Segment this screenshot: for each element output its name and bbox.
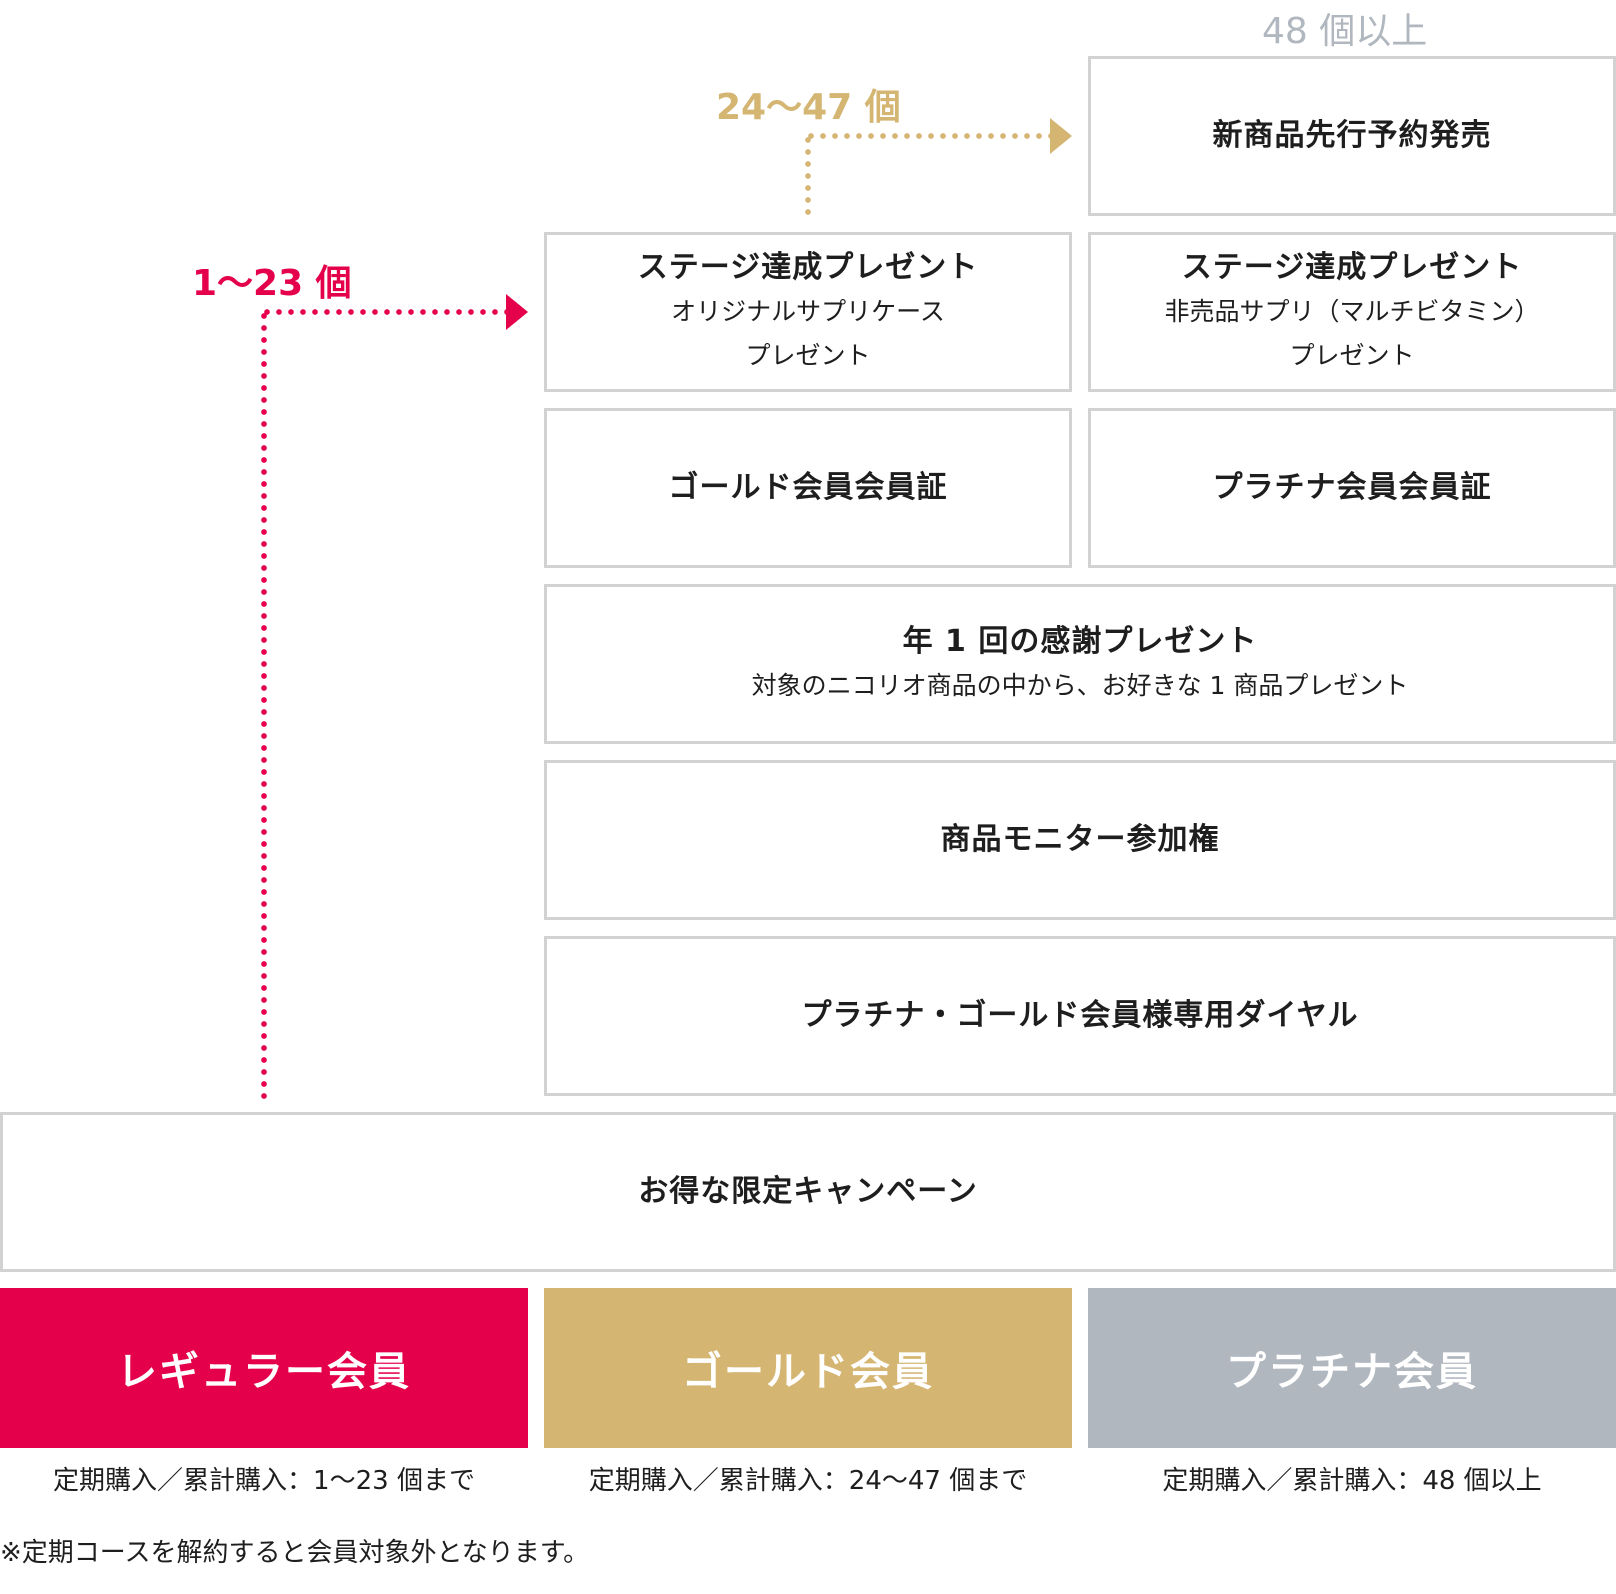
limited-campaign-box: お得な限定キャンペーン — [0, 1112, 1616, 1272]
platinum-stage-present-line2: プレゼント — [1289, 341, 1415, 370]
exclusive-dial-box: プラチナ・ゴールド会員様専用ダイヤル — [544, 936, 1616, 1096]
new-product-preorder-title: 新商品先行予約発売 — [1212, 118, 1492, 153]
exclusive-dial-title: プラチナ・ゴールド会員様専用ダイヤル — [801, 998, 1359, 1033]
gold-requirement: 定期購入／累計購入：24〜47 個まで — [588, 1466, 1028, 1496]
annual-gift-box: 年 1 回の感謝プレゼント 対象のニコリオ商品の中から、お好きな 1 商品プレゼ… — [544, 584, 1616, 744]
product-monitor-title: 商品モニター参加権 — [940, 822, 1220, 857]
regular-requirement: 定期購入／累計購入：1〜23 個まで — [53, 1466, 475, 1496]
gold-dotted-line-horizontal — [805, 133, 1051, 139]
regular-arrow-head-icon — [506, 294, 528, 330]
gold-stage-present-box: ステージ達成プレゼント オリジナルサプリケース プレゼント — [544, 232, 1072, 392]
gold-range-label: 24〜47 個 — [716, 87, 901, 128]
annual-gift-title: 年 1 回の感謝プレゼント — [902, 624, 1258, 659]
gold-member-bar: ゴールド会員 — [544, 1288, 1072, 1448]
gold-member-card-box: ゴールド会員会員証 — [544, 408, 1072, 568]
limited-campaign-title: お得な限定キャンペーン — [638, 1174, 978, 1209]
platinum-range-label: 48 個以上 — [1262, 11, 1428, 52]
platinum-member-label: プラチナ会員 — [1226, 1349, 1478, 1395]
gold-member-label: ゴールド会員 — [682, 1349, 934, 1395]
platinum-stage-present-box: ステージ達成プレゼント 非売品サプリ（マルチビタミン） プレゼント — [1088, 232, 1616, 392]
gold-member-card-title: ゴールド会員会員証 — [668, 470, 948, 505]
product-monitor-box: 商品モニター参加権 — [544, 760, 1616, 920]
platinum-stage-present-title: ステージ達成プレゼント — [1181, 250, 1523, 285]
platinum-requirement: 定期購入／累計購入：48 個以上 — [1162, 1466, 1542, 1496]
new-product-preorder-box: 新商品先行予約発売 — [1088, 56, 1616, 216]
annual-gift-line1: 対象のニコリオ商品の中から、お好きな 1 商品プレゼント — [751, 671, 1409, 700]
platinum-stage-present-line1: 非売品サプリ（マルチビタミン） — [1164, 297, 1540, 326]
platinum-member-card-box: プラチナ会員会員証 — [1088, 408, 1616, 568]
gold-dotted-line-vertical — [805, 134, 811, 220]
regular-member-label: レギュラー会員 — [117, 1349, 411, 1395]
platinum-member-card-title: プラチナ会員会員証 — [1212, 470, 1492, 505]
gold-stage-present-title: ステージ達成プレゼント — [637, 250, 979, 285]
regular-dotted-line-vertical — [261, 310, 267, 1100]
gold-arrow-head-icon — [1050, 118, 1072, 154]
gold-stage-present-line1: オリジナルサプリケース — [671, 297, 945, 326]
regular-member-bar: レギュラー会員 — [0, 1288, 528, 1448]
regular-dotted-line-horizontal — [261, 309, 507, 315]
platinum-member-bar: プラチナ会員 — [1088, 1288, 1616, 1448]
footnote: ※定期コースを解約すると会員対象外となります。 — [0, 1538, 590, 1568]
regular-range-label: 1〜23 個 — [192, 263, 352, 304]
gold-stage-present-line2: プレゼント — [745, 341, 871, 370]
